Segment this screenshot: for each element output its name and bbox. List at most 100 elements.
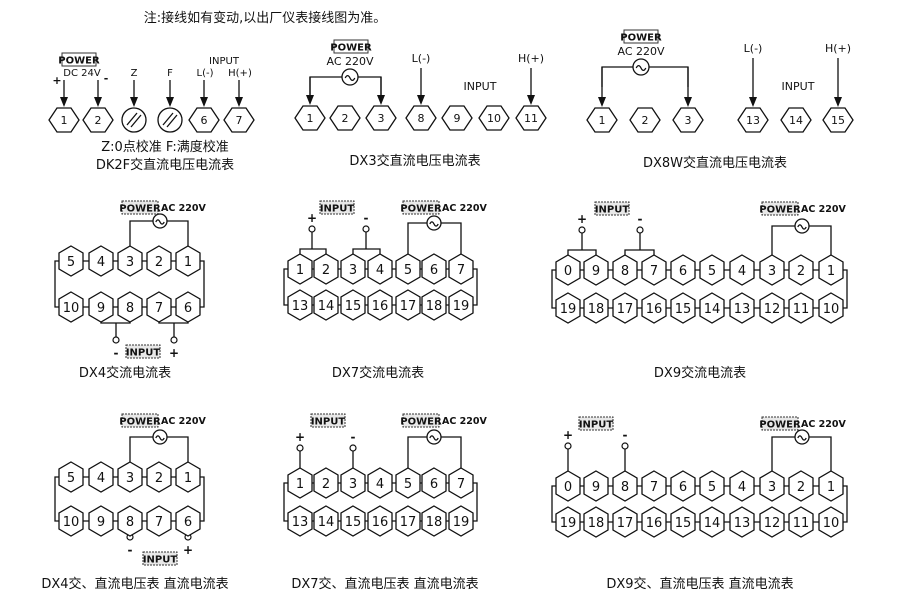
arrow-head-icon xyxy=(200,97,208,107)
terminal-number: 2 xyxy=(342,112,349,125)
terminal: 7 xyxy=(146,505,172,537)
supply-label: AC 220V xyxy=(161,203,206,214)
terminal-number: 10 xyxy=(487,112,501,125)
hex-terminal-icon xyxy=(313,289,339,321)
arrow-head-icon xyxy=(527,95,535,105)
hex-terminal-icon xyxy=(478,105,510,131)
hex-terminal-icon xyxy=(729,254,755,286)
hex-terminal-icon xyxy=(515,105,547,131)
hex-terminal-icon xyxy=(88,291,114,323)
hex-terminal-icon xyxy=(612,254,638,286)
hex-terminal-icon xyxy=(448,505,474,537)
hex-terminal-icon xyxy=(340,467,366,499)
terminal: 6 xyxy=(421,253,447,285)
terminal: 1 xyxy=(175,245,201,277)
hex-terminal-icon xyxy=(672,107,704,133)
terminal: 9 xyxy=(583,470,609,502)
terminal-number: 7 xyxy=(650,264,658,279)
terminal: 10 xyxy=(478,105,510,131)
terminal-number: 19 xyxy=(453,299,470,314)
terminal-number: 5 xyxy=(708,264,716,279)
terminal-number: 14 xyxy=(704,302,721,317)
diagram-title: DX3交直流电压电流表 xyxy=(349,153,480,169)
input-terminal-icon xyxy=(636,226,644,234)
hex-terminal-icon xyxy=(641,292,667,324)
power-label: POWER xyxy=(400,200,442,215)
power-label: POWER xyxy=(620,29,662,44)
terminal-number: 2 xyxy=(642,114,649,127)
terminal: 1 xyxy=(818,254,844,286)
terminal-number: 3 xyxy=(768,480,776,495)
hex-terminal-icon xyxy=(612,506,638,538)
hex-terminal-icon xyxy=(670,470,696,502)
terminal: 9 xyxy=(88,505,114,537)
terminal: 6 xyxy=(175,291,201,323)
terminal: 2 xyxy=(146,245,172,277)
arrow-head-icon xyxy=(834,97,842,107)
terminal: 12 xyxy=(759,506,785,538)
terminal-number: 15 xyxy=(675,516,692,531)
terminal: 11 xyxy=(515,105,547,131)
wire xyxy=(166,114,178,128)
terminal: 5 xyxy=(58,461,84,493)
terminal-number: 13 xyxy=(746,114,760,127)
terminal-number: 11 xyxy=(793,516,810,531)
diagram-title: DX4交、直流电压表 直流电流表 xyxy=(41,576,228,592)
hex-terminal-icon xyxy=(294,105,326,131)
hex-terminal-icon xyxy=(759,470,785,502)
hex-terminal-icon xyxy=(88,245,114,277)
hex-terminal-icon xyxy=(313,467,339,499)
terminal: 15 xyxy=(670,506,696,538)
supply-label: AC 220V xyxy=(442,203,487,214)
plus-sign: + xyxy=(295,430,305,444)
input-terminal-icon xyxy=(170,336,178,344)
terminal: 17 xyxy=(395,289,421,321)
terminal: 6 xyxy=(670,254,696,286)
terminal-number: 7 xyxy=(236,114,243,127)
terminal-number: 1 xyxy=(296,477,304,492)
diagram-title: DK2F交直流电压电流表 xyxy=(96,157,234,173)
arrow-head-icon xyxy=(598,97,606,107)
hex-terminal-icon xyxy=(395,289,421,321)
terminal-number: 7 xyxy=(457,477,465,492)
hex-terminal-icon xyxy=(313,505,339,537)
input-label-text: INPUT xyxy=(320,204,355,215)
terminal: 13 xyxy=(287,289,313,321)
terminal-number: 9 xyxy=(592,264,600,279)
terminal-number: 4 xyxy=(376,477,384,492)
terminal: 4 xyxy=(729,470,755,502)
terminal-number: 1 xyxy=(599,114,606,127)
terminal-number: 15 xyxy=(345,299,362,314)
plus-sign: + xyxy=(563,428,573,442)
terminal: 13 xyxy=(287,505,313,537)
terminal-number: 12 xyxy=(764,302,781,317)
hex-terminal-icon xyxy=(146,505,172,537)
hex-terminal-icon xyxy=(641,506,667,538)
power-label: POWER xyxy=(119,413,161,428)
terminal-number: 7 xyxy=(155,301,163,316)
minus-sign: - xyxy=(114,346,119,360)
terminal: 1 xyxy=(287,467,313,499)
arrow-head-icon xyxy=(417,95,425,105)
hex-terminal-icon xyxy=(313,253,339,285)
ac-source-icon xyxy=(341,68,359,86)
terminal: 0 xyxy=(555,254,581,286)
terminal: 15 xyxy=(670,292,696,324)
calibration-screw-icon xyxy=(157,107,183,133)
input-terminal-icon xyxy=(578,226,586,234)
arrow-head-icon xyxy=(94,97,102,107)
low-label: L(-) xyxy=(412,52,431,65)
low-label: L(-) xyxy=(744,42,763,55)
diagram-title: DX9交流电流表 xyxy=(654,365,746,381)
hex-terminal-icon xyxy=(395,467,421,499)
input-label-text: INPUT xyxy=(143,555,178,566)
terminal-number: 8 xyxy=(418,112,425,125)
terminal: 1 xyxy=(818,470,844,502)
terminal: 13 xyxy=(729,292,755,324)
hex-terminal-icon xyxy=(58,291,84,323)
hex-terminal-icon xyxy=(818,292,844,324)
hex-terminal-icon xyxy=(146,291,172,323)
hex-terminal-icon xyxy=(146,245,172,277)
